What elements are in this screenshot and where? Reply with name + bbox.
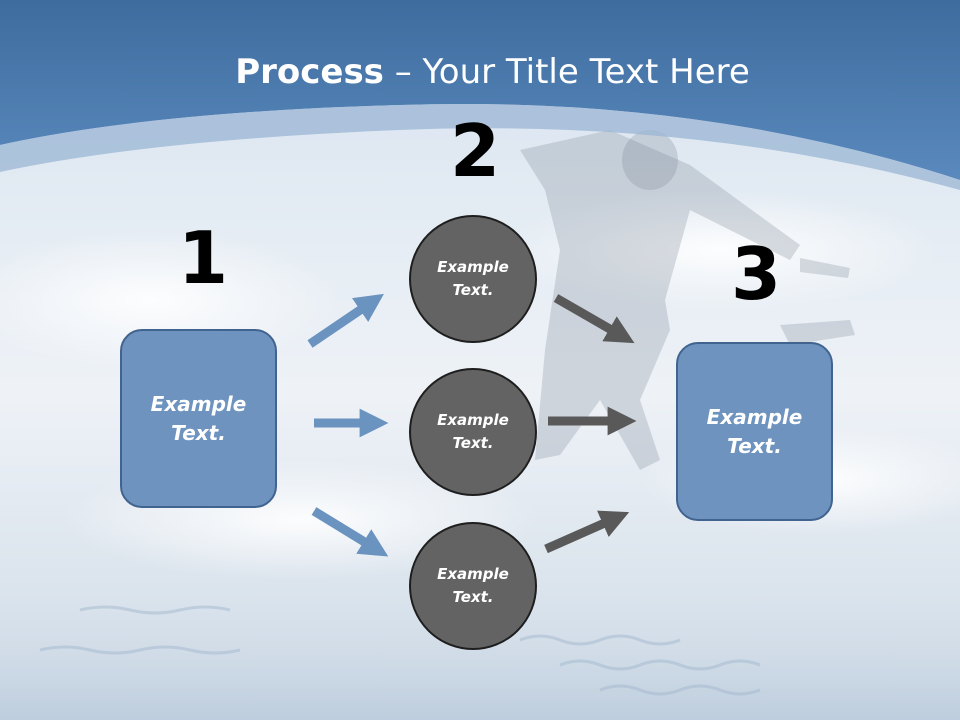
- end-box: Example Text.: [676, 342, 833, 521]
- circle-top: Example Text.: [409, 215, 537, 343]
- title-rest: – Your Title Text Here: [383, 52, 750, 92]
- circle-middle: Example Text.: [409, 368, 537, 496]
- circle-top-label: Example Text.: [437, 258, 509, 299]
- step-number-3: 3: [731, 232, 782, 316]
- slide-title: Process – Your Title Text Here: [0, 52, 960, 92]
- arrow-up-right: [307, 293, 384, 348]
- title-bold: Process: [235, 52, 384, 92]
- arrow-dark-down-right: [553, 294, 635, 344]
- start-box: Example Text.: [120, 329, 277, 508]
- start-box-label: Example Text.: [150, 391, 247, 445]
- step-number-2: 2: [450, 109, 501, 193]
- arrow-down-right: [311, 507, 389, 557]
- circle-middle-label: Example Text.: [437, 411, 509, 452]
- step-number-1: 1: [178, 216, 229, 300]
- arrow-dark-up-right: [544, 510, 630, 554]
- circle-bottom-label: Example Text.: [437, 565, 509, 606]
- circle-bottom: Example Text.: [409, 522, 537, 650]
- end-box-label: Example Text.: [706, 404, 803, 458]
